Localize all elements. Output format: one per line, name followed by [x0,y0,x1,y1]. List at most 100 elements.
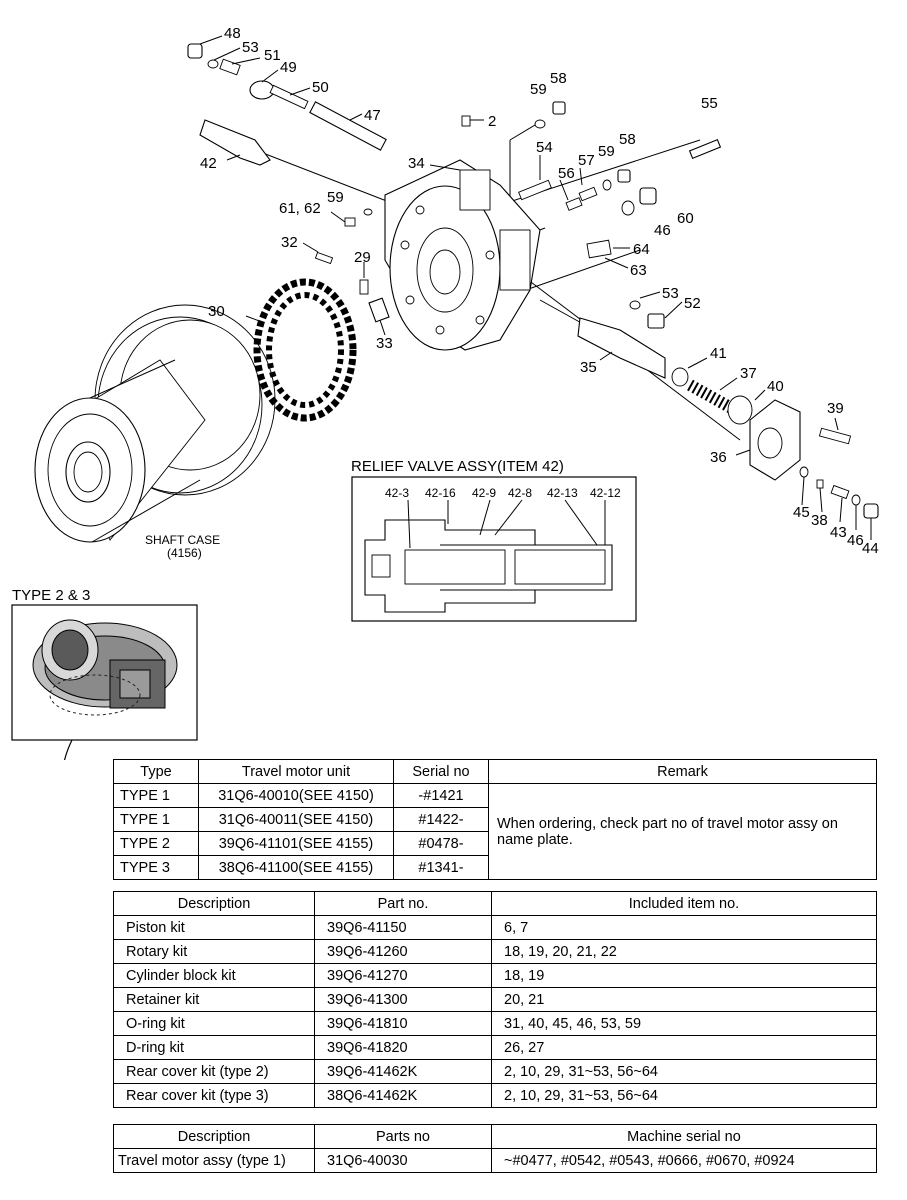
description-cell: Piston kit [113,915,315,940]
part-no-cell: 39Q6-41810 [314,1011,492,1036]
travel-motor-type-table: Type Travel motor unit Serial no Remark … [113,759,877,880]
callout-44: 44 [862,540,879,557]
shaft-case-label: SHAFT CASE [145,533,220,547]
table-header-row: Description Parts no Machine serial no [113,1124,877,1149]
callout-35: 35 [580,359,597,376]
included-items-cell: 6, 7 [491,915,877,940]
relief-valve-title: RELIEF VALVE ASSY(ITEM 42) [351,458,564,475]
table-row: TYPE 3 38Q6-41100(SEE 4155) #1341- [113,855,877,880]
callout-37: 37 [740,365,757,382]
type-2-3-inset: TYPE 2 & 3 [11,587,198,760]
included-items-cell: 2, 10, 29, 31~53, 56~64 [491,1083,877,1108]
callout-47: 47 [364,107,381,124]
remark-cell: When ordering, check part no of travel m… [488,783,877,880]
col-header-unit: Travel motor unit [198,759,394,784]
col-header-part-no: Part no. [314,891,492,916]
callout-45: 45 [793,504,810,521]
callout-53b: 53 [662,285,679,302]
part-no-cell: 38Q6-41462K [314,1083,492,1108]
included-items-cell: 2, 10, 29, 31~53, 56~64 [491,1059,877,1084]
rv-label-42-9: 42-9 [472,486,496,500]
type-2-3-label: TYPE 2 & 3 [12,587,90,604]
callout-57: 57 [578,152,595,169]
callout-60: 60 [677,210,694,227]
callout-59c: 59 [327,189,344,206]
rv-label-42-12: 42-12 [590,486,621,500]
callout-38: 38 [811,512,828,529]
included-items-cell: 26, 27 [491,1035,877,1060]
shaft-parts-drawing [187,43,471,323]
description-cell: Retainer kit [113,987,315,1012]
description-cell: Cylinder block kit [113,963,315,988]
callout-2: 2 [488,113,496,130]
part-no-cell: 39Q6-41270 [314,963,492,988]
description-cell: Rear cover kit (type 3) [113,1083,315,1108]
col-header-description: Description [113,891,315,916]
leader-lines [199,35,872,540]
serial-cell: #1422- [393,807,489,832]
rv-label-42-8: 42-8 [508,486,532,500]
table-row: Travel motor assy (type 1) 31Q6-40030 ~#… [113,1148,877,1173]
table-row: TYPE 2 39Q6-41101(SEE 4155) #0478- [113,831,877,856]
part-no-cell: 39Q6-41150 [314,915,492,940]
unit-cell: 38Q6-41100(SEE 4155) [198,855,394,880]
part-no-cell: 39Q6-41260 [314,939,492,964]
table-row: TYPE 1 31Q6-40010(SEE 4150) -#1421 When … [113,783,877,880]
description-cell: Rear cover kit (type 2) [113,1059,315,1084]
callout-51: 51 [264,47,281,64]
callout-49: 49 [280,59,297,76]
rv-label-42-3: 42-3 [385,486,409,500]
shaft-case-ref: (4156) [167,546,202,560]
col-header-machine-serial: Machine serial no [491,1124,877,1149]
callout-61-62: 61, 62 [279,200,321,217]
callout-55: 55 [701,95,718,112]
callout-46b: 46 [847,532,864,549]
included-items-cell: 18, 19, 20, 21, 22 [491,939,877,964]
callout-34: 34 [408,155,425,172]
part-no-cell: 39Q6-41462K [314,1059,492,1084]
callout-54: 54 [536,139,553,156]
callout-64: 64 [633,241,650,258]
col-header-description: Description [113,1124,315,1149]
exploded-parts-diagram: 48 53 51 49 50 47 2 59 58 55 42 34 54 57… [11,25,879,760]
relief-valve-inset: RELIEF VALVE ASSY(ITEM 42) 42-3 42-16 42… [351,458,637,622]
machine-serial-cell: ~#0477, #0542, #0543, #0666, #0670, #092… [491,1148,877,1173]
callout-59a: 59 [530,81,547,98]
callout-50: 50 [312,79,329,96]
col-header-parts-no: Parts no [314,1124,492,1149]
type-cell: TYPE 3 [113,855,199,880]
included-items-cell: 31, 40, 45, 46, 53, 59 [491,1011,877,1036]
rear-cover-drawing [384,159,541,351]
unit-cell: 39Q6-41101(SEE 4155) [198,831,394,856]
motor-assy-table: Description Parts no Machine serial no T… [113,1124,877,1173]
callout-56: 56 [558,165,575,182]
callout-59b: 59 [598,143,615,160]
serial-cell: #0478- [393,831,489,856]
col-header-serial: Serial no [393,759,489,784]
serial-cell: #1341- [393,855,489,880]
part-no-cell: 39Q6-41820 [314,1035,492,1060]
bolts-plugs-drawing [518,101,722,329]
callout-40: 40 [767,378,784,395]
type-cell: TYPE 1 [113,807,199,832]
callout-53: 53 [242,39,259,56]
col-header-type: Type [113,759,199,784]
rv-label-42-16: 42-16 [425,486,456,500]
callout-36: 36 [710,449,727,466]
description-cell: Travel motor assy (type 1) [113,1148,315,1173]
callout-labels: 48 53 51 49 50 47 2 59 58 55 42 34 54 57… [200,25,879,557]
part-no-cell: 39Q6-41300 [314,987,492,1012]
shaft-case-drawing [34,304,276,543]
type-cell: TYPE 1 [113,783,199,808]
included-items-cell: 20, 21 [491,987,877,1012]
type-cell: TYPE 2 [113,831,199,856]
callout-52: 52 [684,295,701,312]
callout-48: 48 [224,25,241,42]
